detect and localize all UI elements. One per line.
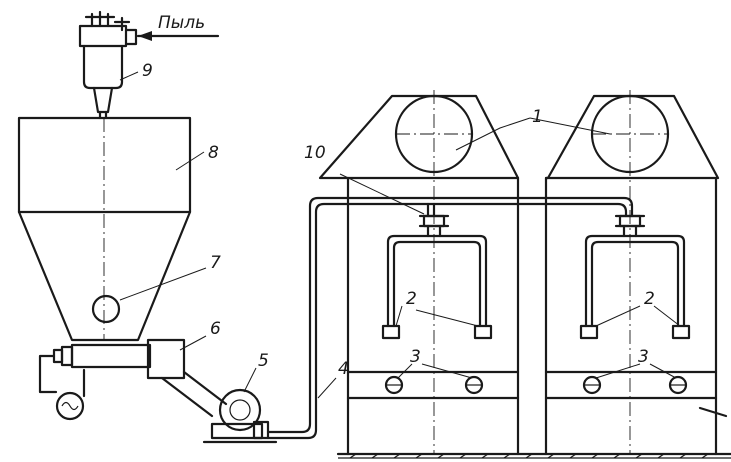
part-number-9: 9: [142, 61, 153, 81]
part-number-5: 5: [258, 351, 269, 371]
part-number-8: 8: [208, 143, 219, 163]
machine-left: [318, 90, 520, 456]
part-number-3-left: 3: [410, 347, 421, 367]
cyclone-filter: [78, 10, 138, 120]
bunker-hopper: [17, 116, 192, 342]
fan: [202, 388, 278, 444]
dust-inlet-label: Пыль: [158, 13, 205, 33]
part-number-4: 4: [338, 359, 349, 379]
ac-power-supply-icon: [38, 354, 86, 421]
part-number-3-right: 3: [638, 347, 649, 367]
part-number-2-left: 2: [406, 289, 417, 309]
part-number-10: 10: [304, 143, 326, 163]
inspection-hatch-circle: [91, 294, 121, 324]
dust-inlet-arrow: [136, 31, 220, 41]
distributor-left: [381, 214, 493, 340]
part-number-7: 7: [210, 253, 221, 273]
part-number-1: 1: [532, 107, 543, 127]
floor: [336, 452, 731, 459]
screw-feeder: [52, 338, 186, 380]
machine-right: [544, 90, 728, 456]
distributor-right: [579, 214, 691, 340]
part-number-2-right: 2: [644, 289, 655, 309]
part-number-6: 6: [210, 319, 221, 339]
transport-pipe: [266, 196, 634, 440]
leader-lines: [119, 71, 681, 399]
duct-to-fan: [160, 370, 228, 418]
